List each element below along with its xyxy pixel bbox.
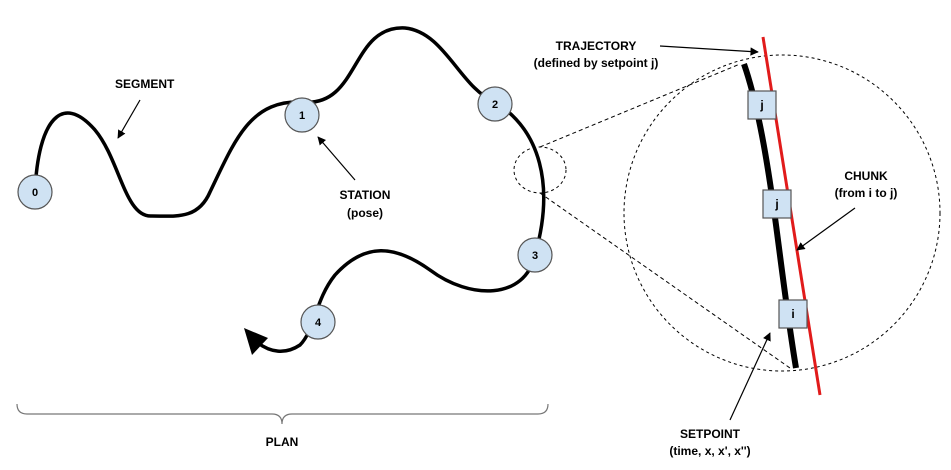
station-label: STATION — [340, 188, 391, 202]
station-sublabel: (pose) — [347, 206, 383, 220]
setpoint-j-top: j — [747, 90, 777, 120]
station-4: 4 — [300, 304, 336, 340]
plan-end-arrowhead — [244, 328, 268, 355]
setpoint-j-mid: j — [762, 189, 792, 219]
setpoint-i: i — [778, 299, 808, 329]
svg-text:4: 4 — [315, 317, 322, 329]
setpoint-label: SETPOINT — [680, 427, 741, 441]
plan-brace — [16, 403, 549, 425]
station-3: 3 — [517, 237, 553, 273]
trajectory-sublabel: (defined by setpoint j) — [534, 56, 659, 70]
chunk-arrow — [796, 207, 856, 251]
svg-text:2: 2 — [492, 99, 498, 111]
trajectory-label: TRAJECTORY — [556, 39, 637, 53]
setpoint-arrow — [729, 332, 771, 421]
station-arrow — [317, 136, 356, 181]
segment-arrow — [117, 99, 141, 139]
station-1: 1 — [284, 97, 320, 133]
station-2: 2 — [477, 86, 513, 122]
zoom-detail-circle — [623, 54, 941, 372]
chunk-sublabel: (from i to j) — [835, 186, 898, 200]
svg-text:j: j — [759, 98, 763, 112]
setpoint-sublabel: (time, x, x', x'') — [669, 444, 750, 458]
svg-text:j: j — [774, 197, 778, 211]
svg-text:i: i — [791, 307, 794, 321]
svg-text:3: 3 — [532, 250, 538, 262]
zoom-connector-top — [539, 63, 741, 148]
trajectory-arrow — [659, 45, 759, 56]
svg-text:0: 0 — [32, 187, 38, 199]
zoom-connector-bottom — [539, 192, 791, 369]
plan-path — [33, 26, 546, 353]
chunk-label: CHUNK — [844, 169, 888, 183]
station-0: 0 — [17, 174, 53, 210]
plan-label: PLAN — [266, 435, 299, 449]
segment-label: SEGMENT — [115, 77, 175, 91]
svg-text:1: 1 — [299, 110, 305, 122]
